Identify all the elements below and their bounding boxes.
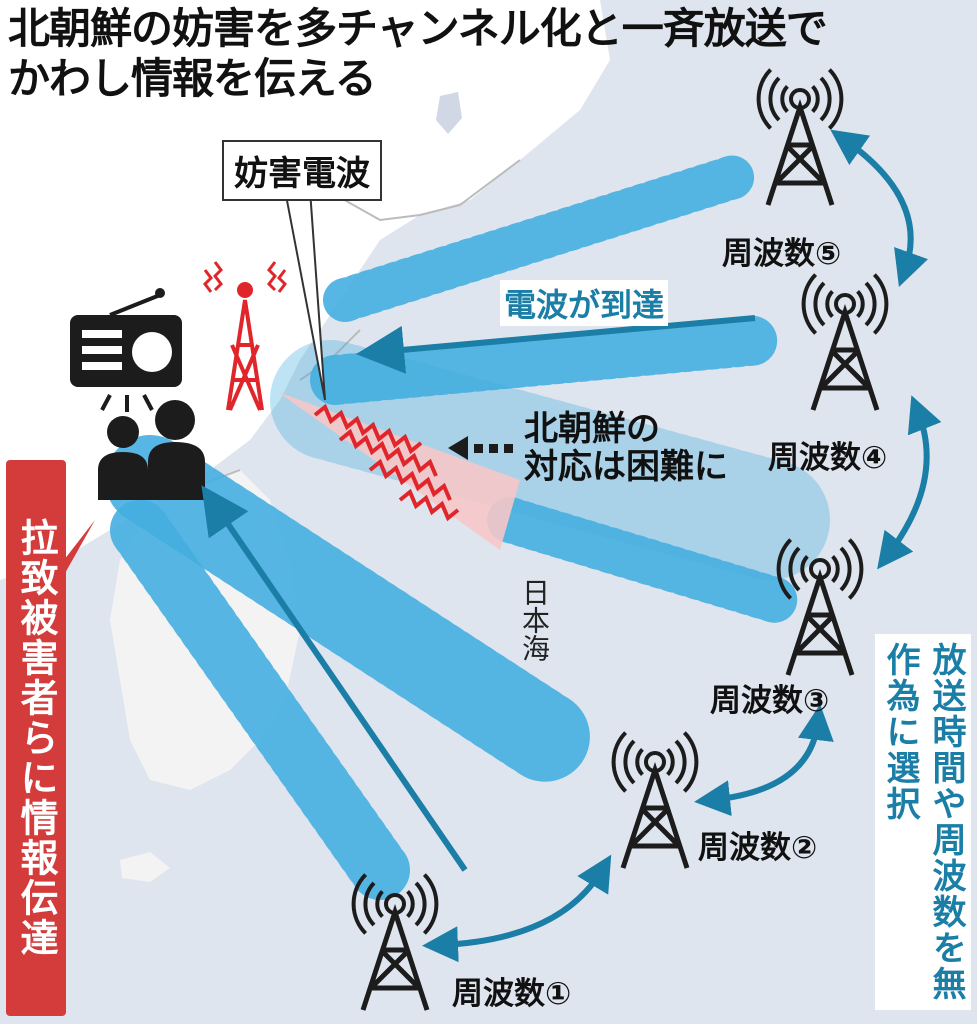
lake <box>436 92 462 134</box>
tower-2-label: 周波数② <box>698 830 818 866</box>
difficulty-line-1: 北朝鮮の <box>524 409 660 449</box>
tower-group <box>351 68 889 1011</box>
title-line-1: 北朝鮮の妨害を多チャンネル化と一斉放送で <box>8 4 828 53</box>
jamming-label: 妨害電波 <box>222 140 382 201</box>
jamming-tower-icon <box>203 261 287 411</box>
title-line-2: かわし情報を伝える <box>8 54 377 103</box>
island <box>120 852 170 882</box>
tower-1-label: 周波数① <box>452 976 572 1012</box>
tower-4-label: 周波数④ <box>768 440 888 476</box>
broadcast-tower-icon <box>611 731 699 869</box>
victims-text: 拉致被害者らに情報伝達 <box>14 518 58 958</box>
jamming-zigzags <box>313 403 460 522</box>
victims-label: 拉致被害者らに情報伝達 <box>6 460 66 1016</box>
signal-arrows <box>201 315 756 872</box>
people-icon <box>98 400 205 500</box>
difficulty-text: 北朝鮮の 対応は困難に <box>524 410 728 486</box>
difficulty-arrow <box>448 436 513 460</box>
sea-label: 日本海 <box>518 578 551 662</box>
random-selection-label: 放送時間や周波数を無作為に選択 <box>875 634 971 1010</box>
broadcast-tower-icon <box>776 538 864 676</box>
random-selection-text: 放送時間や周波数を無作為に選択 <box>880 642 966 1002</box>
broadcast-tower-icon <box>351 873 439 1011</box>
broadcast-tower-icon <box>756 68 844 206</box>
radio-icon <box>70 288 182 387</box>
arrow-label: 電波が到達 <box>500 280 669 326</box>
frequency-hop-arrows <box>422 129 942 963</box>
difficulty-line-2: 対応は困難に <box>524 447 728 487</box>
tower-3-label: 周波数③ <box>710 683 830 719</box>
broadcast-tower-icon <box>801 273 889 411</box>
sound-lines <box>100 394 154 412</box>
tower-5-label: 周波数⑤ <box>722 236 842 272</box>
